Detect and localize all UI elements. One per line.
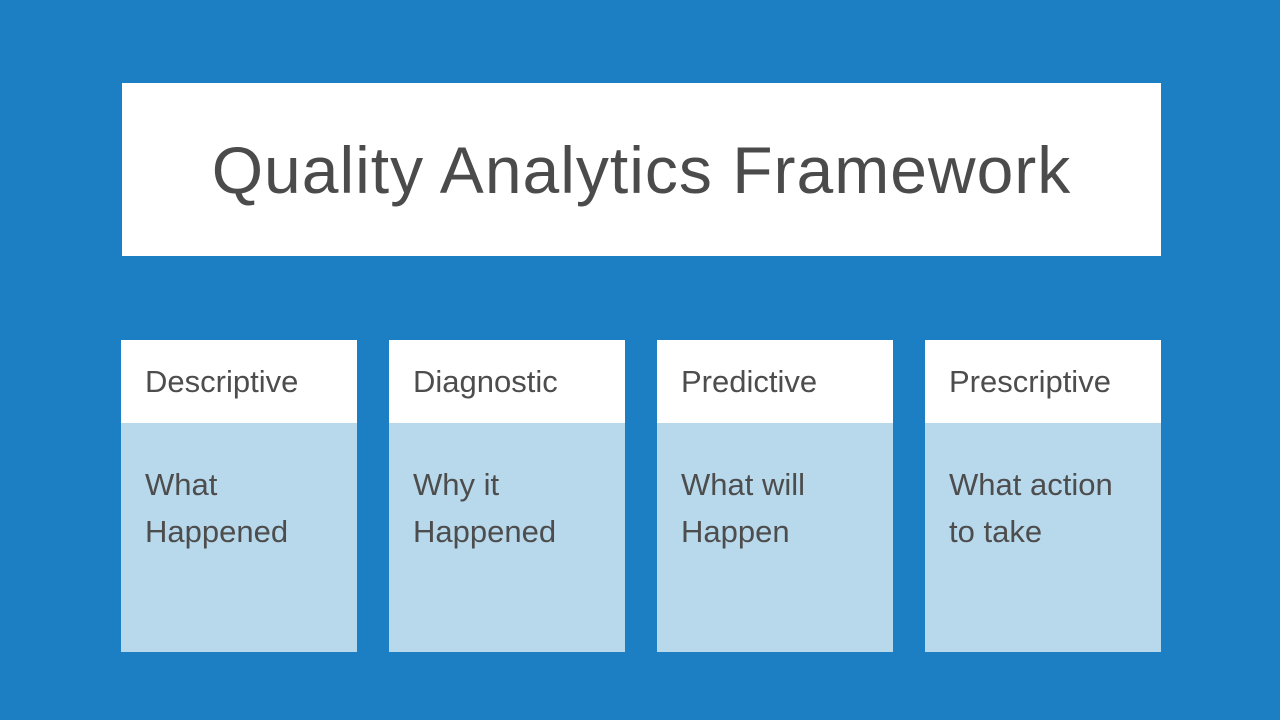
card-diagnostic-header: Diagnostic (389, 340, 625, 423)
card-prescriptive-description: What action to take (949, 467, 1113, 549)
card-descriptive-label: Descriptive (145, 363, 299, 399)
card-diagnostic: Diagnostic Why it Happened (389, 340, 625, 652)
card-prescriptive: Prescriptive What action to take (925, 340, 1161, 652)
card-predictive-header: Predictive (657, 340, 893, 423)
card-predictive-description: What will Happen (681, 467, 806, 549)
analytics-cards-row: Descriptive What Happened Diagnostic Why… (121, 340, 1161, 652)
card-diagnostic-body: Why it Happened (389, 423, 625, 652)
card-predictive-body: What will Happen (657, 423, 893, 652)
card-prescriptive-label: Prescriptive (949, 363, 1111, 399)
card-descriptive-body: What Happened (121, 423, 357, 652)
card-descriptive-description: What Happened (145, 467, 289, 549)
card-diagnostic-label: Diagnostic (413, 363, 558, 399)
card-predictive: Predictive What will Happen (657, 340, 893, 652)
card-descriptive-header: Descriptive (121, 340, 357, 423)
title-banner: Quality Analytics Framework (122, 83, 1161, 256)
page-title: Quality Analytics Framework (211, 132, 1072, 207)
card-predictive-label: Predictive (681, 363, 818, 399)
card-prescriptive-body: What action to take (925, 423, 1161, 652)
card-diagnostic-description: Why it Happened (413, 467, 557, 549)
card-prescriptive-header: Prescriptive (925, 340, 1161, 423)
card-descriptive: Descriptive What Happened (121, 340, 357, 652)
